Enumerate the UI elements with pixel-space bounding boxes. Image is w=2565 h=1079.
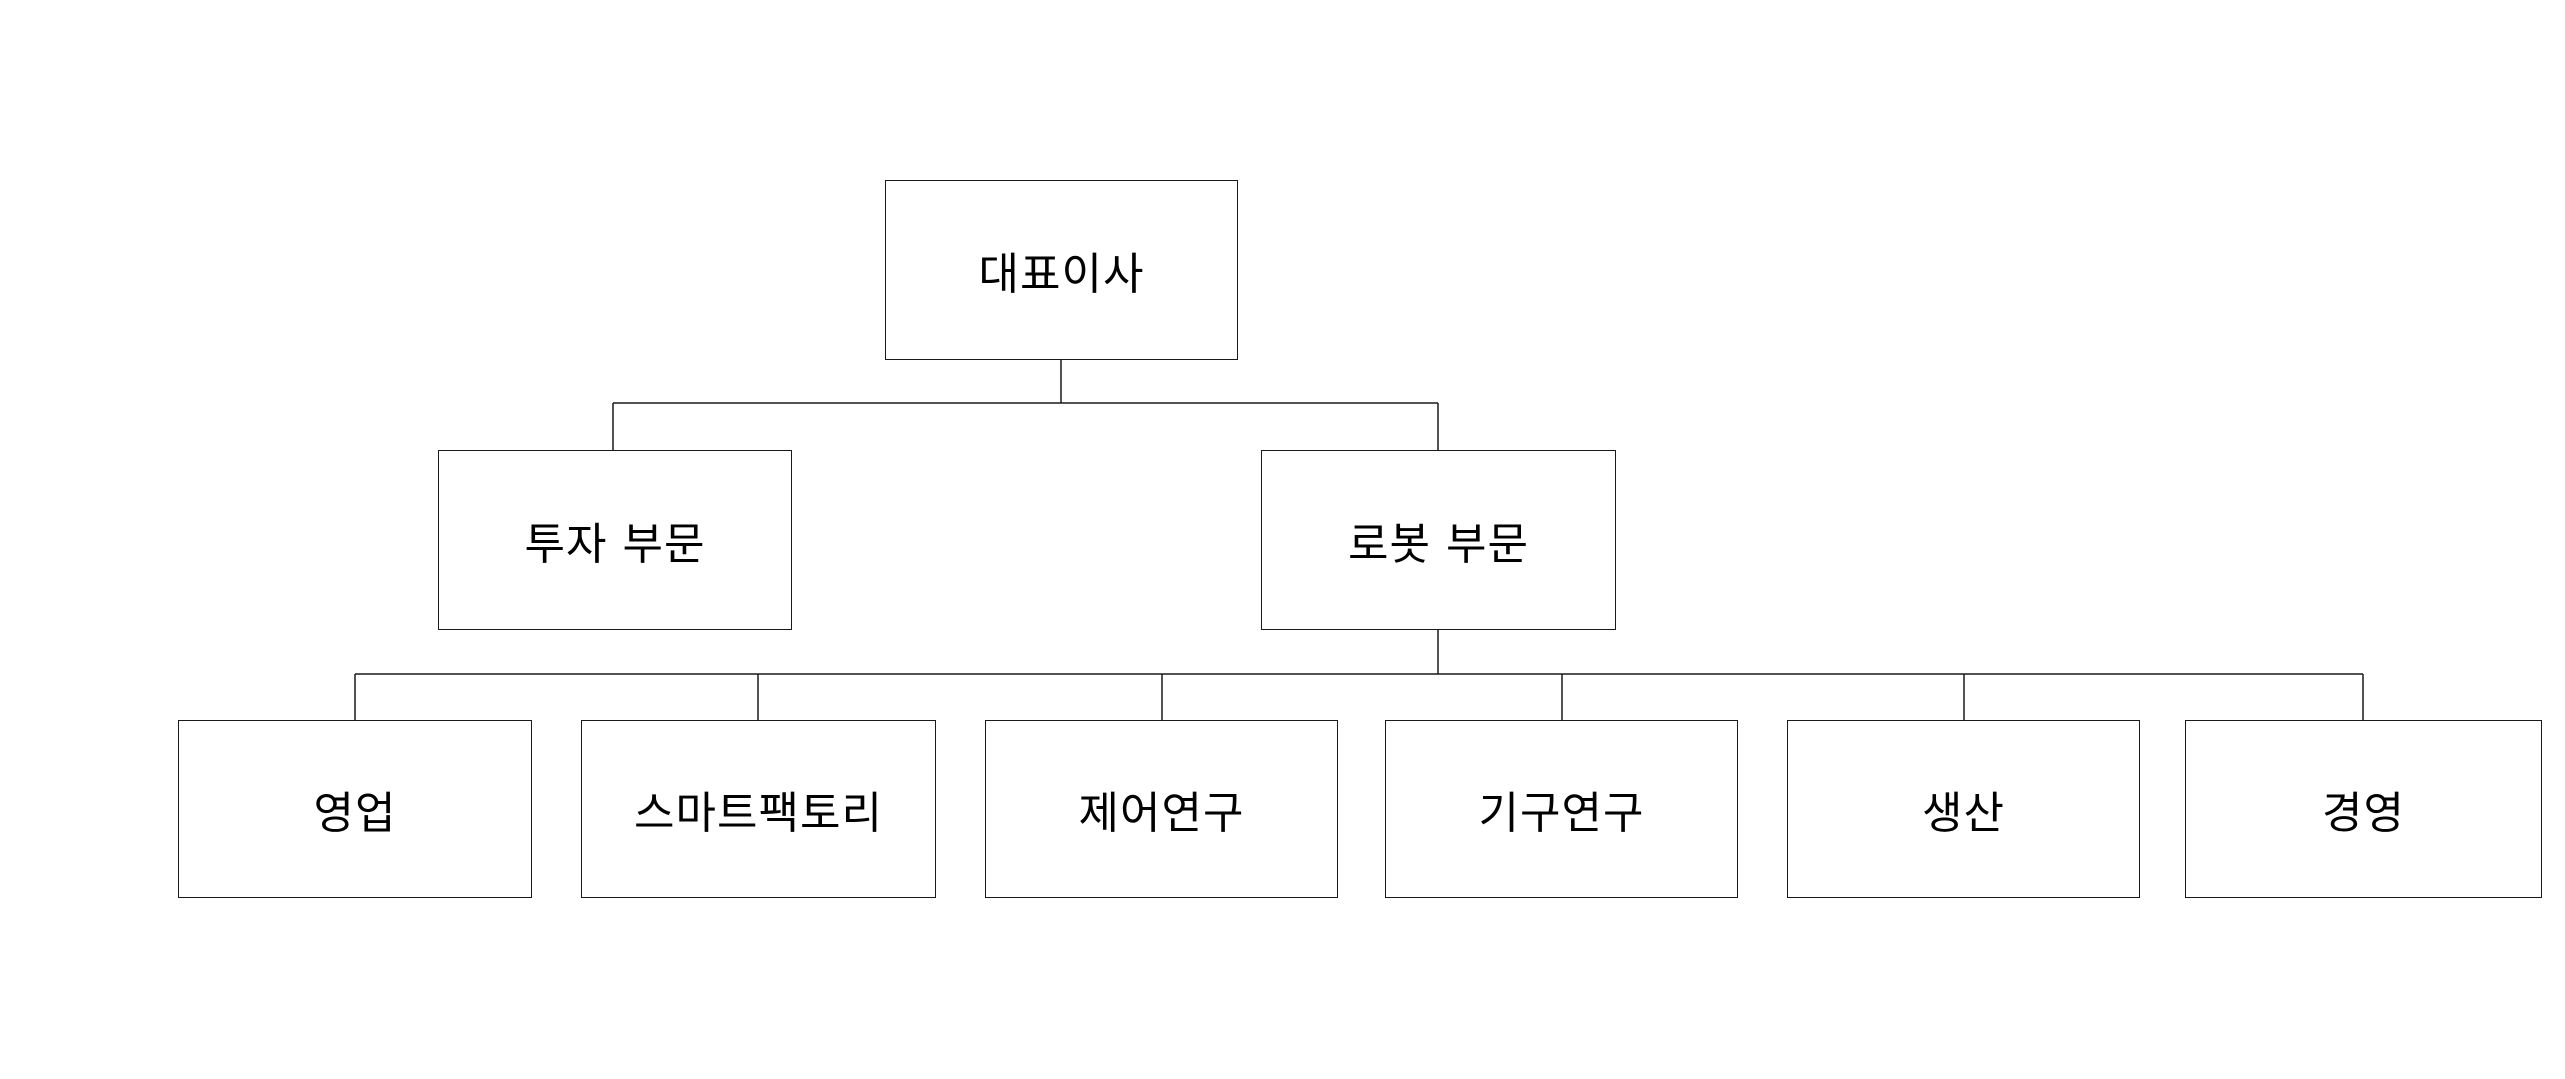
- org-node-mechanism-research: 기구연구: [1385, 720, 1738, 898]
- org-node-sales: 영업: [178, 720, 532, 898]
- org-node-smart-factory: 스마트팩토리: [581, 720, 936, 898]
- org-node-sales-label: 영업: [313, 788, 397, 839]
- org-node-smart-factory-label: 스마트팩토리: [634, 788, 883, 839]
- org-node-control-research-label: 제어연구: [1078, 788, 1245, 839]
- org-node-robot-division-label: 로봇 부문: [1348, 519, 1529, 570]
- org-node-ceo: 대표이사: [885, 180, 1238, 360]
- org-node-production: 생산: [1787, 720, 2140, 898]
- org-node-investment-division-label: 투자 부문: [524, 519, 706, 570]
- org-node-management: 경영: [2185, 720, 2542, 898]
- org-node-investment-division: 투자 부문: [438, 450, 792, 630]
- org-node-production-label: 생산: [1922, 788, 2005, 839]
- org-node-management-label: 경영: [2322, 788, 2405, 839]
- org-node-control-research: 제어연구: [985, 720, 1338, 898]
- org-node-ceo-label: 대표이사: [978, 249, 1145, 300]
- org-node-robot-division: 로봇 부문: [1261, 450, 1616, 630]
- org-node-mechanism-research-label: 기구연구: [1478, 788, 1645, 839]
